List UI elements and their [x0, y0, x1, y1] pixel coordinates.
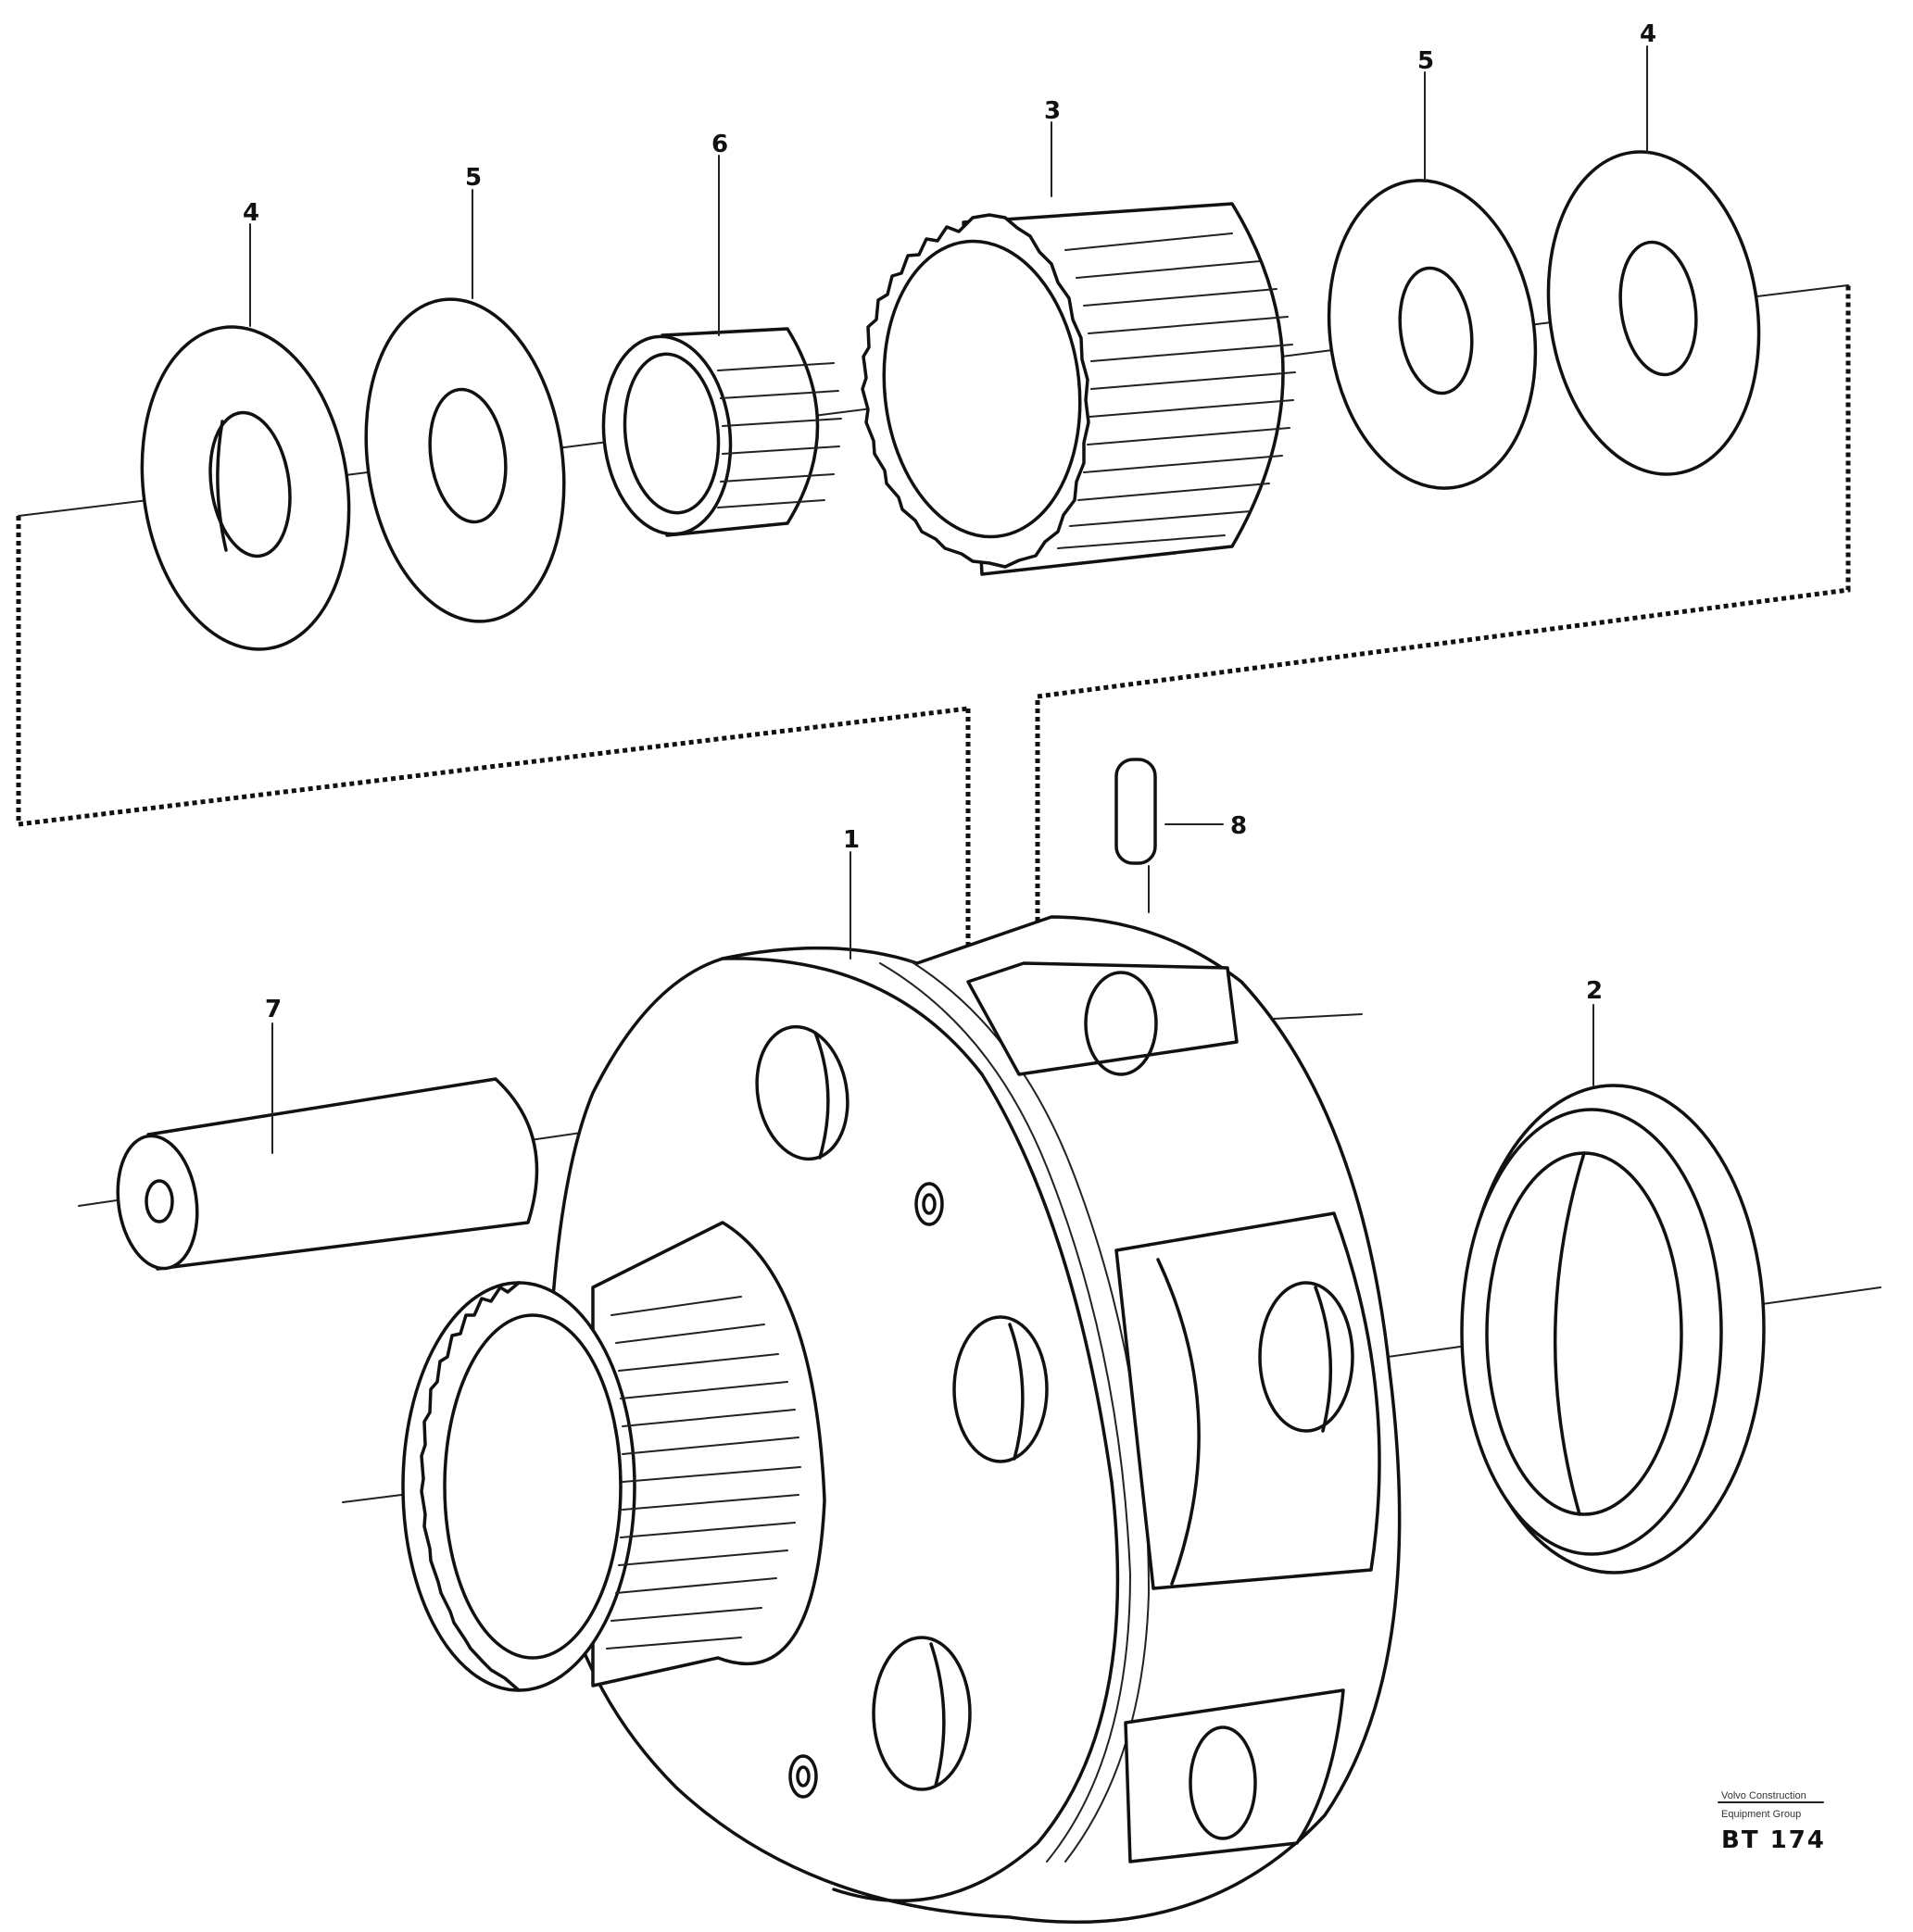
washer-right-4	[1546, 150, 1761, 476]
label-planet-pin-7: 7	[265, 996, 282, 1023]
label-planet-carrier-1: 1	[843, 826, 860, 854]
label-planet-gear-3: 3	[1044, 97, 1061, 125]
bushing-6	[601, 327, 842, 537]
lock-pin-8	[1114, 758, 1157, 865]
label-washer-right-5: 5	[1417, 47, 1434, 75]
planet-gear-3	[861, 202, 1296, 576]
bearing-2	[1460, 1084, 1766, 1574]
label-bearing-2: 2	[1586, 977, 1603, 1005]
washer-left-4	[140, 325, 351, 651]
stamp-line-1: Volvo Construction	[1721, 1790, 1806, 1801]
label-washer-left-5: 5	[465, 164, 482, 192]
stamp-line-2: Equipment Group	[1721, 1809, 1801, 1820]
washer-left-5	[364, 297, 566, 623]
manufacturer-stamp: Volvo Construction Equipment Group BT 17…	[1718, 1790, 1826, 1854]
label-lock-pin-8: 8	[1230, 812, 1247, 840]
leader-lines	[249, 45, 1648, 1154]
item-labels: 4 5 6 3 5 4 8 1 7 2	[243, 20, 1656, 1023]
washer-right-5	[1327, 179, 1538, 490]
label-bushing-6: 6	[711, 131, 728, 158]
label-washer-right-4: 4	[1640, 20, 1656, 48]
splined-hub	[401, 1221, 826, 1692]
label-washer-left-4: 4	[243, 199, 259, 227]
drawing-code: BT 174	[1721, 1826, 1826, 1854]
planet-carrier-1	[545, 915, 1402, 1924]
planet-pin-7	[116, 1077, 539, 1271]
